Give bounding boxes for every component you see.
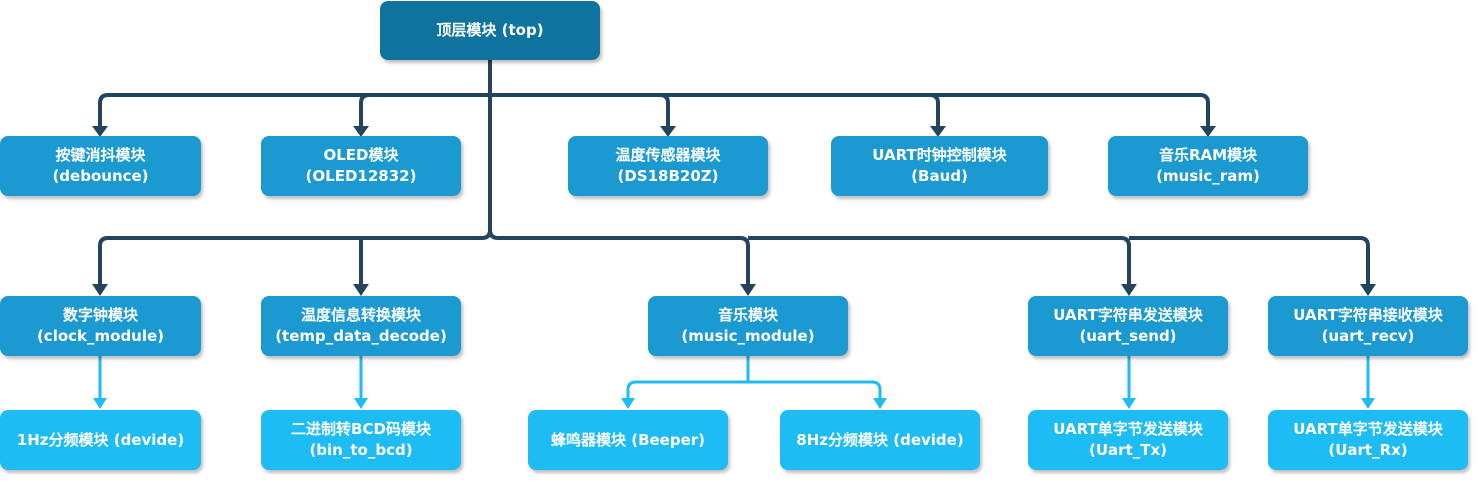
node-uart-rx-id: (Uart_Rx) — [1328, 441, 1408, 459]
node-beeper-label: 蜂鸣器模块 (Beeper) — [550, 430, 706, 449]
arrowhead-bcd — [354, 398, 368, 409]
node-music-ram-title: 音乐RAM模块 — [1158, 146, 1258, 164]
node-clock-module-id: (clock_module) — [36, 327, 165, 345]
edge-music-beeper — [626, 380, 748, 400]
node-uart-rx: UART单字节发送模块 (Uart_Rx) — [1268, 410, 1468, 470]
connector-top-row1 — [92, 60, 1216, 137]
node-music-module-title: 音乐模块 — [717, 306, 778, 324]
node-debounce-id: (debounce) — [52, 167, 149, 185]
node-uart-send-title: UART字符串发送模块 — [1053, 306, 1203, 324]
node-ds18b20-id: (DS18B20Z) — [617, 167, 719, 185]
edge-top-uart-recv — [1129, 236, 1370, 286]
node-oled-title: OLED模块 — [323, 146, 399, 164]
arrowhead-tx — [1122, 398, 1136, 409]
node-uart-send: UART字符串发送模块 (uart_send) — [1028, 296, 1228, 356]
edge-music-8hz — [748, 380, 882, 400]
node-temp-decode-title: 温度信息转换模块 — [300, 306, 421, 324]
node-beeper: 蜂鸣器模块 (Beeper) — [528, 410, 728, 470]
node-clock-module-title: 数字钟模块 — [62, 306, 138, 324]
arrowhead-baud — [930, 126, 946, 137]
node-debounce: 按键消抖模块 (debounce) — [0, 136, 201, 196]
node-bin-to-bcd: 二进制转BCD码模块 (bin_to_bcd) — [261, 410, 461, 470]
node-devide-1hz: 1Hz分频模块 (devide) — [0, 410, 201, 470]
arrowhead-music-module — [740, 284, 756, 296]
arrowhead-ds18b20 — [660, 126, 676, 137]
node-baud-title: UART时钟控制模块 — [872, 146, 1007, 164]
edge-top-debounce — [98, 93, 490, 128]
connector-top-row2 — [92, 60, 1376, 296]
node-top: 顶层模块 (top) — [380, 1, 600, 60]
node-devide-8hz-label: 8Hz分频模块 (devide) — [796, 430, 964, 449]
edge-top-baud — [490, 93, 940, 128]
arrowhead-uart-send — [1121, 284, 1137, 296]
arrowhead-temp-decode — [353, 284, 369, 296]
arrowhead-music-ram — [1200, 126, 1216, 137]
arrowhead-8hz — [873, 398, 887, 409]
node-uart-recv: UART字符串接收模块 (uart_recv) — [1268, 296, 1468, 356]
edge-top-music-ram — [490, 93, 1210, 128]
node-top-label: 顶层模块 (top) — [436, 21, 544, 39]
node-ds18b20-title: 温度传感器模块 — [615, 146, 721, 164]
node-baud-id: (Baud) — [911, 167, 968, 185]
node-devide-8hz: 8Hz分频模块 (devide) — [780, 410, 980, 470]
arrowhead-beeper — [621, 398, 635, 409]
node-music-module: 音乐模块 (music_module) — [648, 296, 848, 356]
arrowhead-clock — [92, 284, 108, 296]
node-oled: OLED模块 (OLED12832) — [261, 136, 461, 196]
edge-top-clock — [98, 229, 492, 286]
arrowhead-rx — [1361, 398, 1375, 409]
node-music-ram-id: (music_ram) — [1156, 167, 1260, 185]
node-temp-decode: 温度信息转换模块 (temp_data_decode) — [261, 296, 461, 356]
arrowhead-uart-recv — [1360, 284, 1376, 296]
node-ds18b20: 温度传感器模块 (DS18B20Z) — [568, 136, 768, 196]
arrowhead-1hz — [93, 398, 107, 409]
edge-top-oled — [359, 93, 490, 128]
node-uart-tx-id: (Uart_Tx) — [1089, 441, 1167, 459]
node-uart-tx: UART单字节发送模块 (Uart_Tx) — [1028, 410, 1228, 470]
connector-row2-row3 — [93, 356, 1375, 409]
node-uart-send-id: (uart_send) — [1079, 327, 1177, 345]
node-uart-rx-title: UART单字节发送模块 — [1293, 420, 1443, 438]
arrowhead-oled — [353, 126, 369, 137]
node-uart-recv-id: (uart_recv) — [1321, 327, 1415, 345]
node-temp-decode-id: (temp_data_decode) — [275, 327, 447, 345]
edge-top-trunk-long — [488, 60, 499, 240]
node-music-module-id: (music_module) — [681, 327, 815, 345]
node-uart-recv-title: UART字符串接收模块 — [1293, 306, 1443, 324]
edge-top-uart-send — [748, 236, 1131, 286]
node-baud: UART时钟控制模块 (Baud) — [831, 136, 1048, 196]
node-bin-to-bcd-id: (bin_to_bcd) — [309, 441, 413, 459]
edge-top-music-module — [498, 236, 750, 286]
node-uart-tx-title: UART单字节发送模块 — [1053, 420, 1203, 438]
node-debounce-title: 按键消抖模块 — [55, 146, 146, 164]
node-music-ram: 音乐RAM模块 (music_ram) — [1108, 136, 1308, 196]
arrowhead-debounce — [92, 126, 108, 137]
node-oled-id: (OLED12832) — [305, 167, 417, 185]
node-clock-module: 数字钟模块 (clock_module) — [0, 296, 201, 356]
edge-top-ds18b20 — [490, 93, 670, 128]
node-devide-1hz-label: 1Hz分频模块 (devide) — [16, 430, 185, 449]
node-bin-to-bcd-title: 二进制转BCD码模块 — [291, 420, 431, 438]
